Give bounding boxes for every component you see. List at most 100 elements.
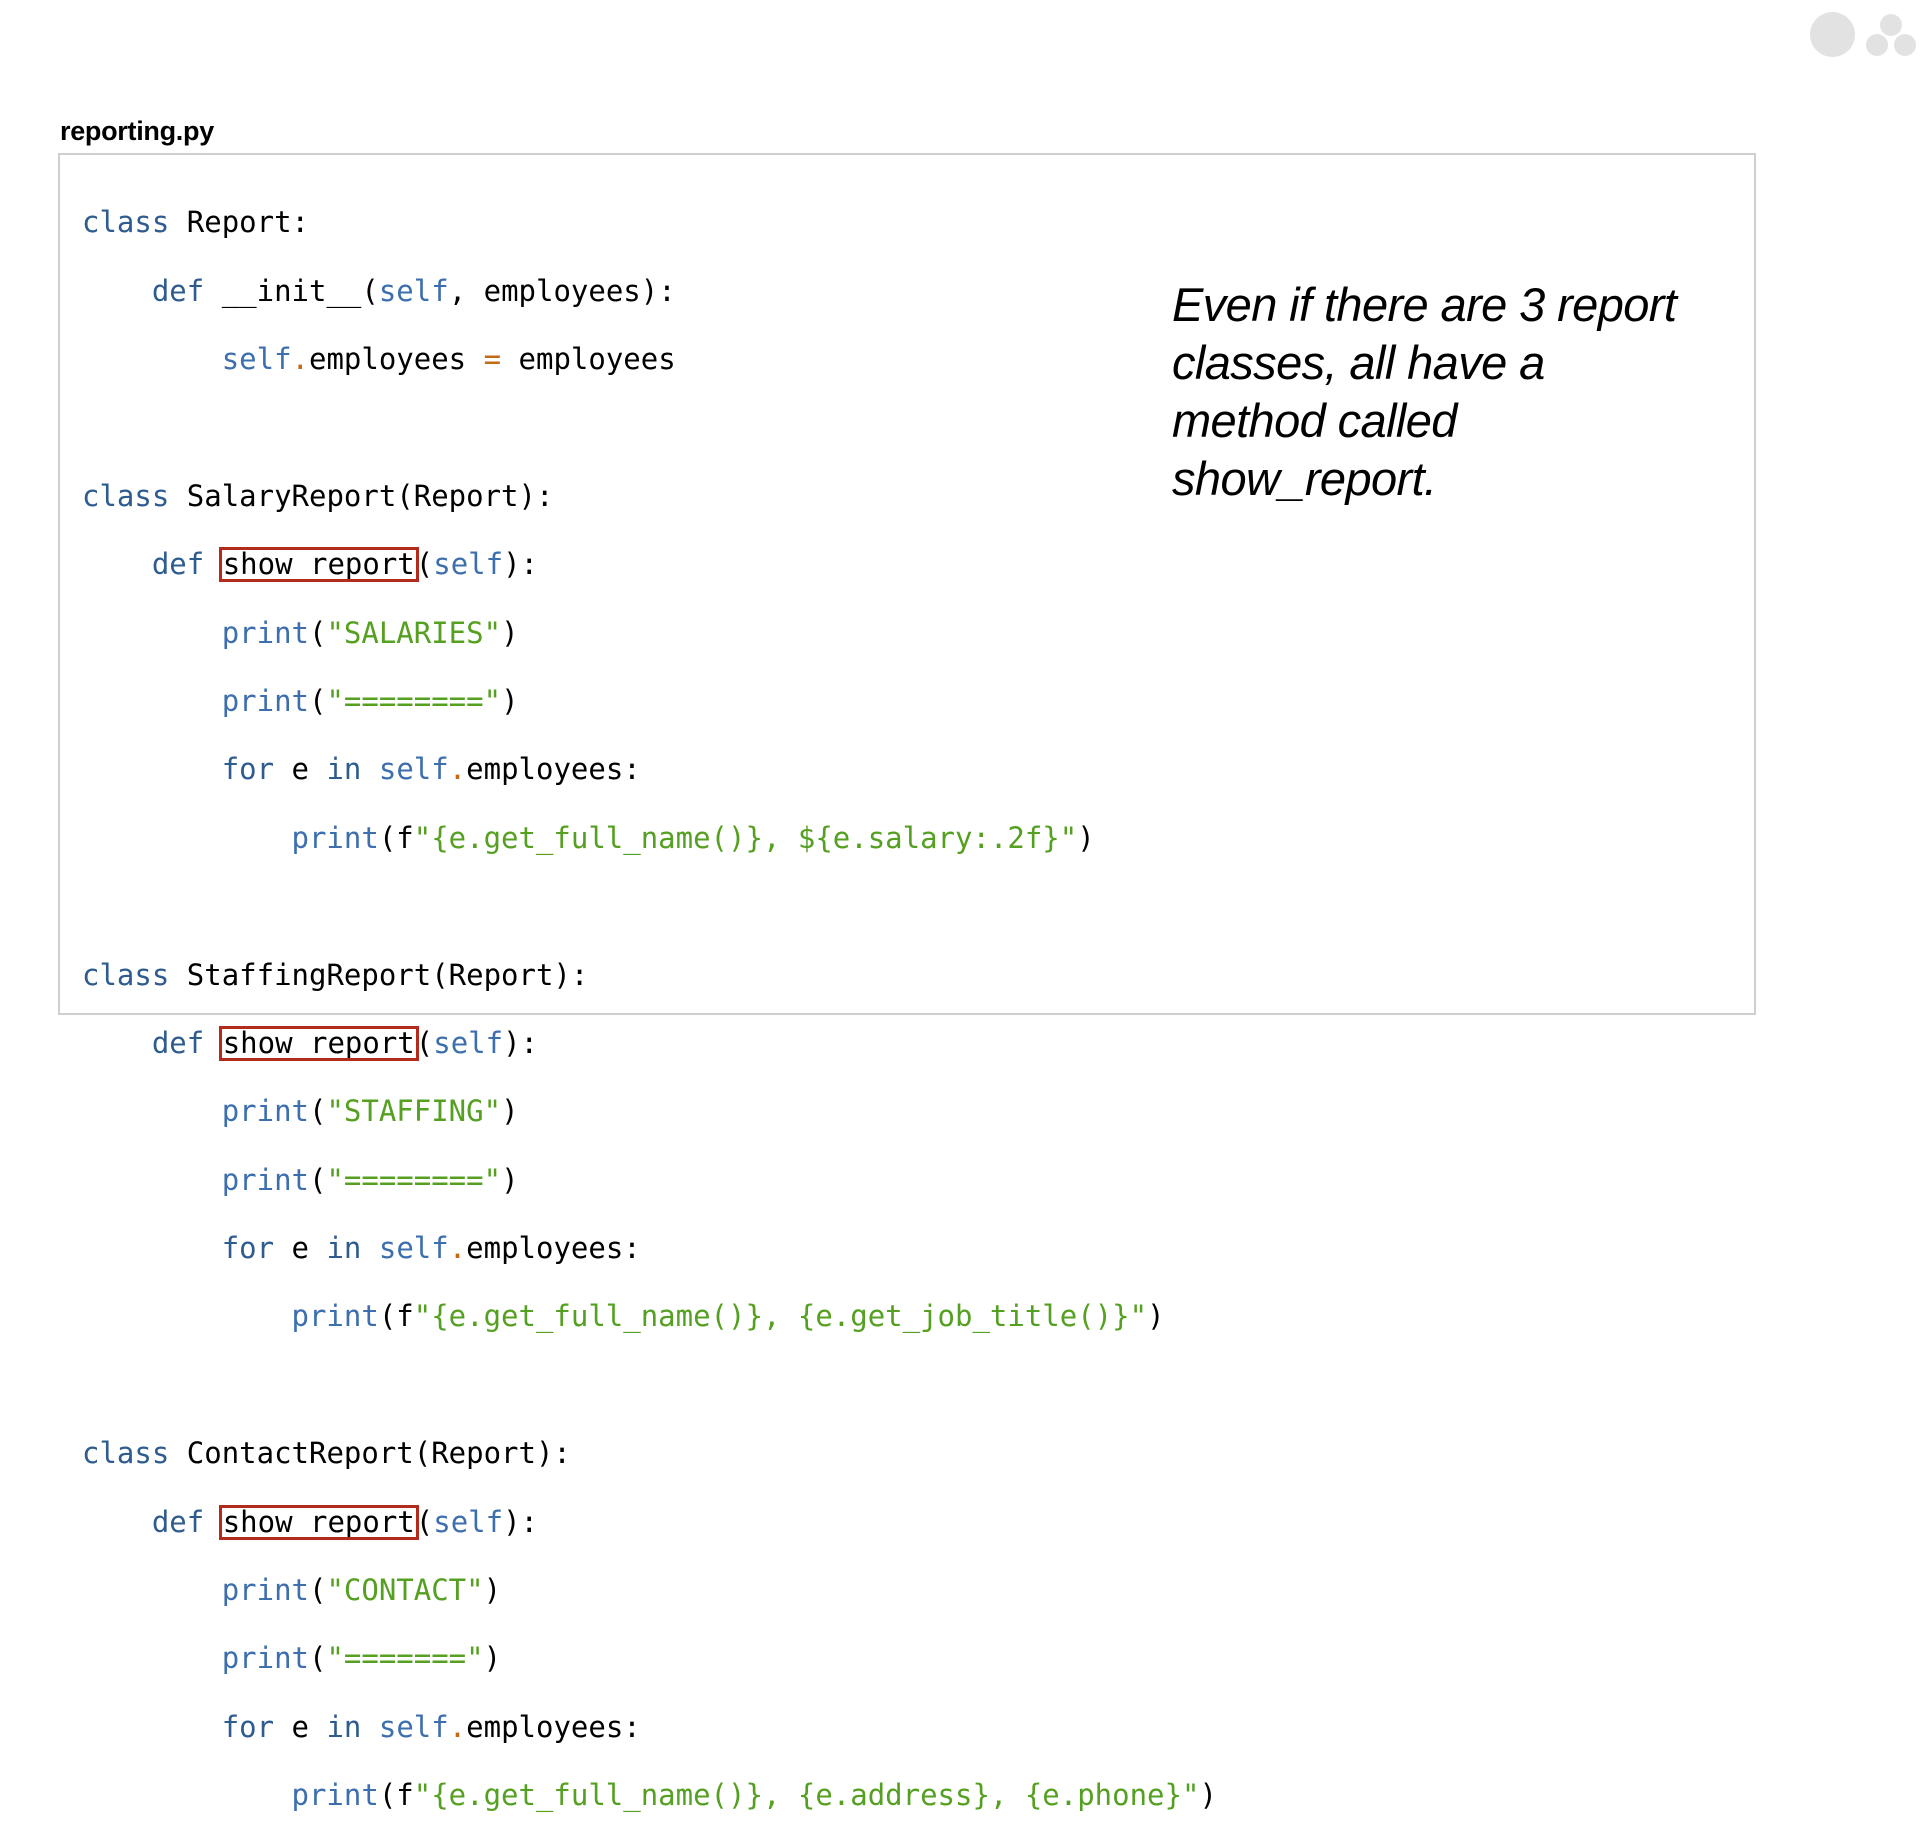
code-builtin: print [291, 1299, 379, 1334]
code-keyword: def [151, 1504, 205, 1539]
code-text: ) [501, 1162, 519, 1197]
code-builtin: print [221, 1162, 309, 1197]
code-text: ) [483, 1641, 502, 1676]
code-string: "CONTACT" [326, 1573, 484, 1608]
code-keyword: in [326, 752, 362, 787]
logo-dot-small [1894, 34, 1916, 56]
code-text: ( [309, 615, 327, 650]
code-keyword: for [221, 1231, 275, 1266]
code-line: print("CONTACT") [82, 1573, 1217, 1607]
code-text: SalaryReport(Report): [169, 478, 554, 513]
code-text: ) [501, 683, 519, 718]
code-line: for e in self.employees: [82, 1231, 1217, 1265]
code-operator: = [483, 341, 502, 376]
annotation-text: Even if there are 3 report classes, all … [1172, 278, 1677, 505]
code-text: employees [501, 341, 676, 376]
file-title: reporting.py [60, 116, 214, 146]
code-text: e [274, 752, 327, 787]
code-text: (f [378, 820, 414, 855]
code-text: employees: [466, 752, 641, 787]
code-line: for e in self.employees: [82, 1710, 1217, 1744]
code-string: "========" [326, 683, 502, 718]
code-line: def show_report(self): [82, 1504, 1217, 1540]
code-text: ) [483, 1573, 502, 1608]
code-blank-line [82, 889, 1217, 923]
show-report-highlight: show_report [218, 1025, 419, 1061]
code-text: employees [309, 341, 484, 376]
code-builtin: print [221, 615, 309, 650]
code-self: self [433, 1504, 504, 1539]
code-self: self [378, 1231, 449, 1266]
code-string: "{e.get_full_name()}, ${e.salary:.2f}" [413, 820, 1078, 855]
code-keyword: class [82, 478, 170, 513]
logo-dot-small [1866, 34, 1888, 56]
code-self: self [433, 547, 504, 582]
code-keyword: class [82, 205, 170, 240]
code-text: ): [503, 1025, 538, 1060]
code-text: ) [1147, 1299, 1165, 1334]
code-line: def show_report(self): [82, 1025, 1217, 1061]
code-line: def show_report(self): [82, 547, 1217, 583]
code-operator: . [448, 752, 467, 787]
code-self: self [378, 752, 449, 787]
code-text: ( [309, 1641, 327, 1676]
code-text [361, 1231, 378, 1265]
code-text: ( [415, 547, 434, 582]
code-text: (f [378, 1299, 414, 1334]
dots-logo-icon [1810, 12, 1920, 62]
code-line: self.employees = employees [82, 342, 1217, 376]
code-text: ( [309, 1094, 327, 1129]
code-text: StaffingReport(Report): [169, 957, 589, 992]
code-text: ) [1077, 820, 1095, 855]
code-string: "SALARIES" [326, 615, 502, 650]
code-line: print("=======") [82, 1641, 1217, 1675]
code-listing: class Report: def __init__(self, employe… [82, 171, 1217, 1847]
code-text: ContactReport(Report): [169, 1436, 571, 1471]
code-text: ( [415, 1504, 434, 1539]
code-text: __init__( [204, 273, 379, 308]
show-report-highlight: show_report [218, 1504, 419, 1540]
code-string: "{e.get_full_name()}, {e.get_job_title()… [413, 1299, 1148, 1334]
code-keyword: def [151, 547, 205, 582]
code-text: Report: [169, 205, 309, 240]
logo-dot-large [1810, 12, 1855, 57]
code-text: employees: [466, 1231, 641, 1266]
code-line: def __init__(self, employees): [82, 274, 1217, 308]
code-text: (f [378, 1778, 414, 1813]
code-text [361, 1710, 378, 1744]
code-self: self [433, 1025, 504, 1060]
code-text: ) [501, 1094, 519, 1129]
code-line: for e in self.employees: [82, 752, 1217, 786]
show-report-highlight: show_report [218, 547, 419, 583]
code-operator: . [448, 1231, 467, 1266]
code-keyword: in [326, 1709, 362, 1744]
code-text: ): [503, 1504, 538, 1539]
code-text: , employees): [448, 273, 676, 308]
code-builtin: print [291, 820, 379, 855]
code-blank-line [82, 1368, 1217, 1402]
code-text: ) [1199, 1778, 1217, 1813]
code-text: e [274, 1231, 327, 1266]
code-self: self [378, 1709, 449, 1744]
code-self: self [221, 341, 292, 376]
code-line: print(f"{e.get_full_name()}, {e.address}… [82, 1778, 1217, 1812]
code-string: "STAFFING" [326, 1094, 502, 1129]
code-string: "{e.get_full_name()}, {e.address}, {e.ph… [413, 1778, 1200, 1813]
code-line: print("SALARIES") [82, 616, 1217, 650]
code-line: print("STAFFING") [82, 1094, 1217, 1128]
code-operator: . [291, 341, 309, 376]
code-text: ( [309, 1573, 327, 1608]
code-line: class StaffingReport(Report): [82, 958, 1217, 992]
code-keyword: class [82, 957, 170, 992]
code-line: class Report: [82, 205, 1217, 239]
code-blank-line [82, 410, 1217, 444]
code-text: ( [309, 683, 327, 718]
code-keyword: in [326, 1231, 362, 1266]
code-line: print(f"{e.get_full_name()}, {e.get_job_… [82, 1299, 1217, 1333]
code-text: employees: [466, 1709, 641, 1744]
code-text: ( [309, 1162, 327, 1197]
code-keyword: for [221, 1709, 275, 1744]
code-text: ( [415, 1025, 434, 1060]
code-builtin: print [221, 1641, 309, 1676]
code-line: print(f"{e.get_full_name()}, ${e.salary:… [82, 821, 1217, 855]
